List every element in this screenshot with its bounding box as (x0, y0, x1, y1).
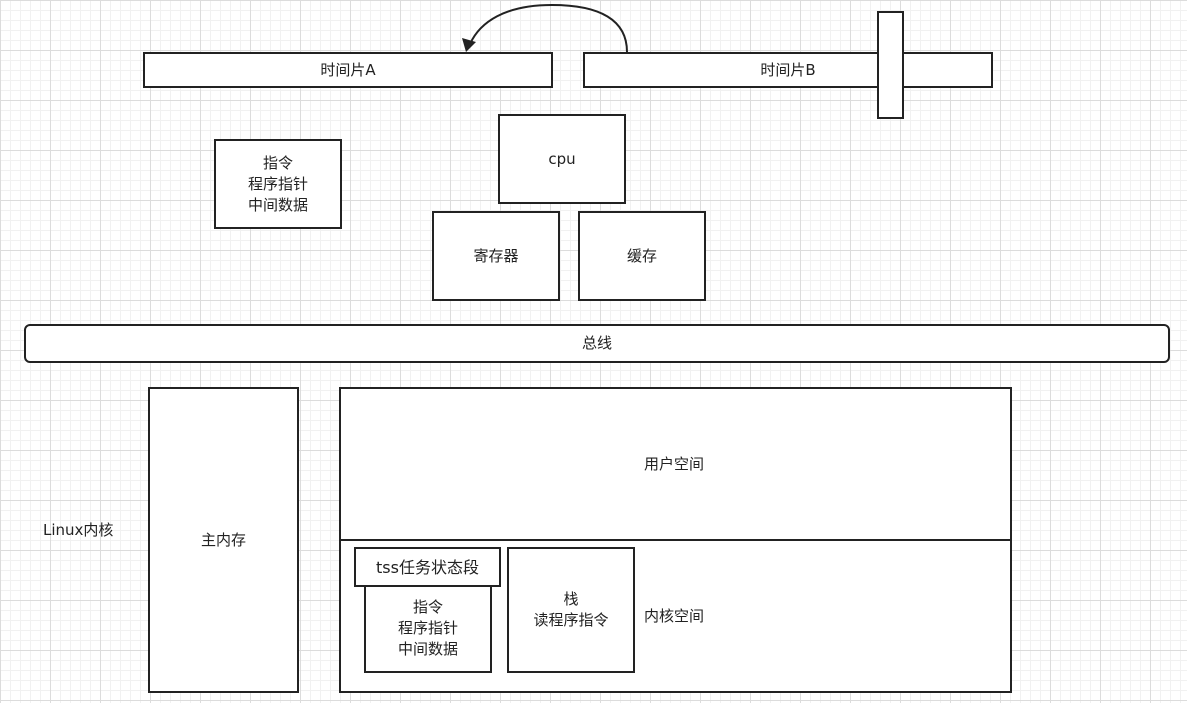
time-slice-b: 时间片B (583, 52, 993, 88)
linux-kernel-label: Linux内核 (43, 521, 114, 539)
arrow-curve (469, 3, 628, 53)
time-slice-a: 时间片A (143, 52, 553, 88)
context-data-box: 指令 程序指针 中间数据 (214, 139, 342, 229)
user-space-label: 用户空间 (644, 455, 705, 473)
arrowhead-icon (462, 38, 476, 52)
cache-box: 缓存 (578, 211, 706, 301)
switch-marker (877, 11, 904, 119)
main-memory-box: 主内存 (148, 387, 299, 693)
tss-box: tss任务状态段 (354, 547, 501, 587)
kernel-space-label: 内核空间 (644, 607, 705, 625)
register-box: 寄存器 (432, 211, 560, 301)
user-kernel-divider (339, 539, 1012, 541)
bus-bar: 总线 (24, 324, 1170, 363)
cpu-box: cpu (498, 114, 626, 204)
kernel-context-data-box: 指令 程序指针 中间数据 (364, 583, 492, 673)
stack-box: 栈 读程序指令 (507, 547, 635, 673)
